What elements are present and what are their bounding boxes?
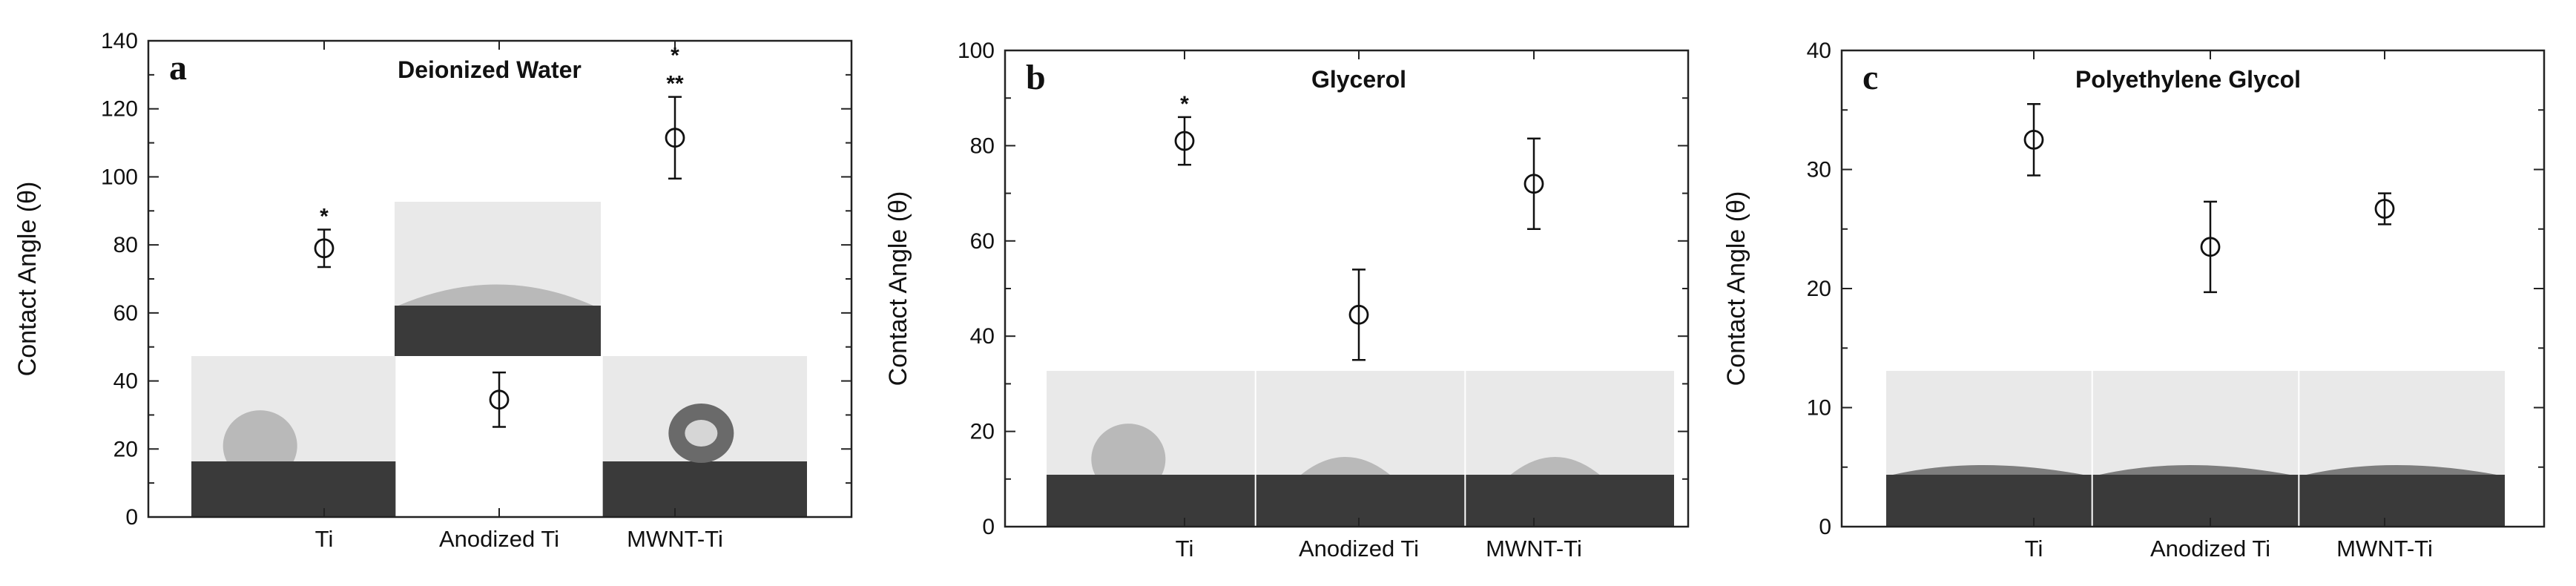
substrate — [395, 306, 601, 356]
data-marker — [1348, 304, 1369, 325]
droplet-photo-2 — [1256, 371, 1465, 527]
panel-letter: a — [169, 48, 187, 88]
data-point-3 — [1523, 137, 1544, 230]
droplet-photo-1 — [1047, 371, 1255, 527]
y-tick-label: 0 — [1819, 515, 1831, 539]
y-tick-label: 30 — [1807, 158, 1831, 182]
y-tick-label: 80 — [970, 134, 995, 158]
droplet-photo-3 — [2299, 371, 2505, 527]
x-category-label: MWNT-Ti — [627, 526, 723, 552]
data-marker — [665, 128, 685, 148]
data-point-1 — [2023, 102, 2044, 177]
droplet — [1510, 457, 1600, 475]
data-marker — [1174, 131, 1195, 151]
panel-letter: c — [1862, 58, 1878, 97]
y-tick-label: 140 — [101, 29, 138, 53]
x-category-label: MWNT-Ti — [1486, 536, 1582, 562]
droplet — [1091, 424, 1166, 475]
y-tick-label: 20 — [970, 420, 995, 444]
data-point-2 — [489, 371, 510, 428]
droplet-highlight — [685, 420, 718, 447]
data-point-1: * — [314, 205, 335, 269]
droplet — [1301, 457, 1390, 475]
droplet — [2099, 465, 2290, 475]
substrate — [1886, 475, 2092, 527]
y-tick-label: 120 — [101, 97, 138, 122]
y-tick-label: 10 — [1807, 396, 1831, 421]
data-point-3: *** — [665, 44, 685, 180]
substrate — [602, 461, 807, 517]
x-category-label: Anodized Ti — [439, 526, 559, 552]
droplet-photo-1 — [191, 356, 396, 517]
data-marker — [314, 238, 335, 259]
droplet-photo-3 — [602, 356, 807, 517]
substrate — [1047, 475, 1255, 527]
y-tick-label: 20 — [113, 437, 138, 461]
significance-mark: * — [671, 44, 679, 68]
data-point-2 — [1348, 269, 1369, 361]
y-tick-label: 80 — [113, 233, 138, 257]
substrate — [2299, 475, 2505, 527]
y-tick-label: 60 — [113, 301, 138, 326]
data-marker — [2374, 199, 2395, 219]
droplet-photo-1 — [1886, 371, 2092, 527]
y-tick-label: 100 — [958, 39, 995, 63]
data-point-2 — [2200, 200, 2221, 294]
y-tick-label: 40 — [1807, 39, 1831, 63]
y-tick-label: 0 — [125, 505, 138, 530]
data-marker — [2200, 237, 2221, 257]
x-category-label: Anodized Ti — [1299, 536, 1419, 562]
panel-title: Glycerol — [1311, 66, 1406, 93]
significance-mark: * — [1180, 92, 1189, 116]
x-category-label: Ti — [1176, 536, 1194, 562]
data-point-1: * — [1174, 92, 1195, 166]
y-axis-label: Contact Angle (θ) — [884, 191, 912, 386]
droplet-photo-3 — [1466, 371, 1674, 527]
data-marker — [489, 389, 510, 410]
substrate — [191, 461, 396, 517]
significance-mark: * — [320, 205, 329, 229]
y-tick-label: 60 — [970, 229, 995, 254]
y-tick-label: 20 — [1807, 277, 1831, 301]
panel-letter: b — [1026, 58, 1046, 97]
x-category-label: Anodized Ti — [2150, 536, 2270, 562]
panel-title: Polyethylene Glycol — [2075, 66, 2301, 93]
substrate — [1466, 475, 1674, 527]
x-category-label: Ti — [315, 526, 334, 552]
data-marker — [2023, 129, 2044, 150]
y-tick-label: 100 — [101, 165, 138, 189]
y-tick-label: 40 — [113, 369, 138, 394]
droplet-photo-2 — [2092, 371, 2299, 527]
x-category-label: MWNT-Ti — [2336, 536, 2433, 562]
droplet-photo-2 — [395, 202, 601, 356]
data-point-3 — [2374, 192, 2395, 225]
y-tick-label: 40 — [970, 324, 995, 349]
y-tick-label: 0 — [982, 515, 995, 539]
substrate — [2092, 475, 2299, 527]
significance-mark: ** — [666, 72, 684, 96]
droplet — [2306, 465, 2497, 475]
data-marker — [1523, 174, 1544, 194]
panel-title: Deionized Water — [398, 56, 582, 83]
substrate — [1256, 475, 1465, 527]
droplet — [223, 410, 297, 461]
y-axis-label: Contact Angle (θ) — [13, 182, 42, 377]
droplet — [398, 284, 593, 306]
x-category-label: Ti — [2025, 536, 2043, 562]
droplet — [1893, 465, 2083, 475]
y-axis-label: Contact Angle (θ) — [1722, 191, 1750, 386]
